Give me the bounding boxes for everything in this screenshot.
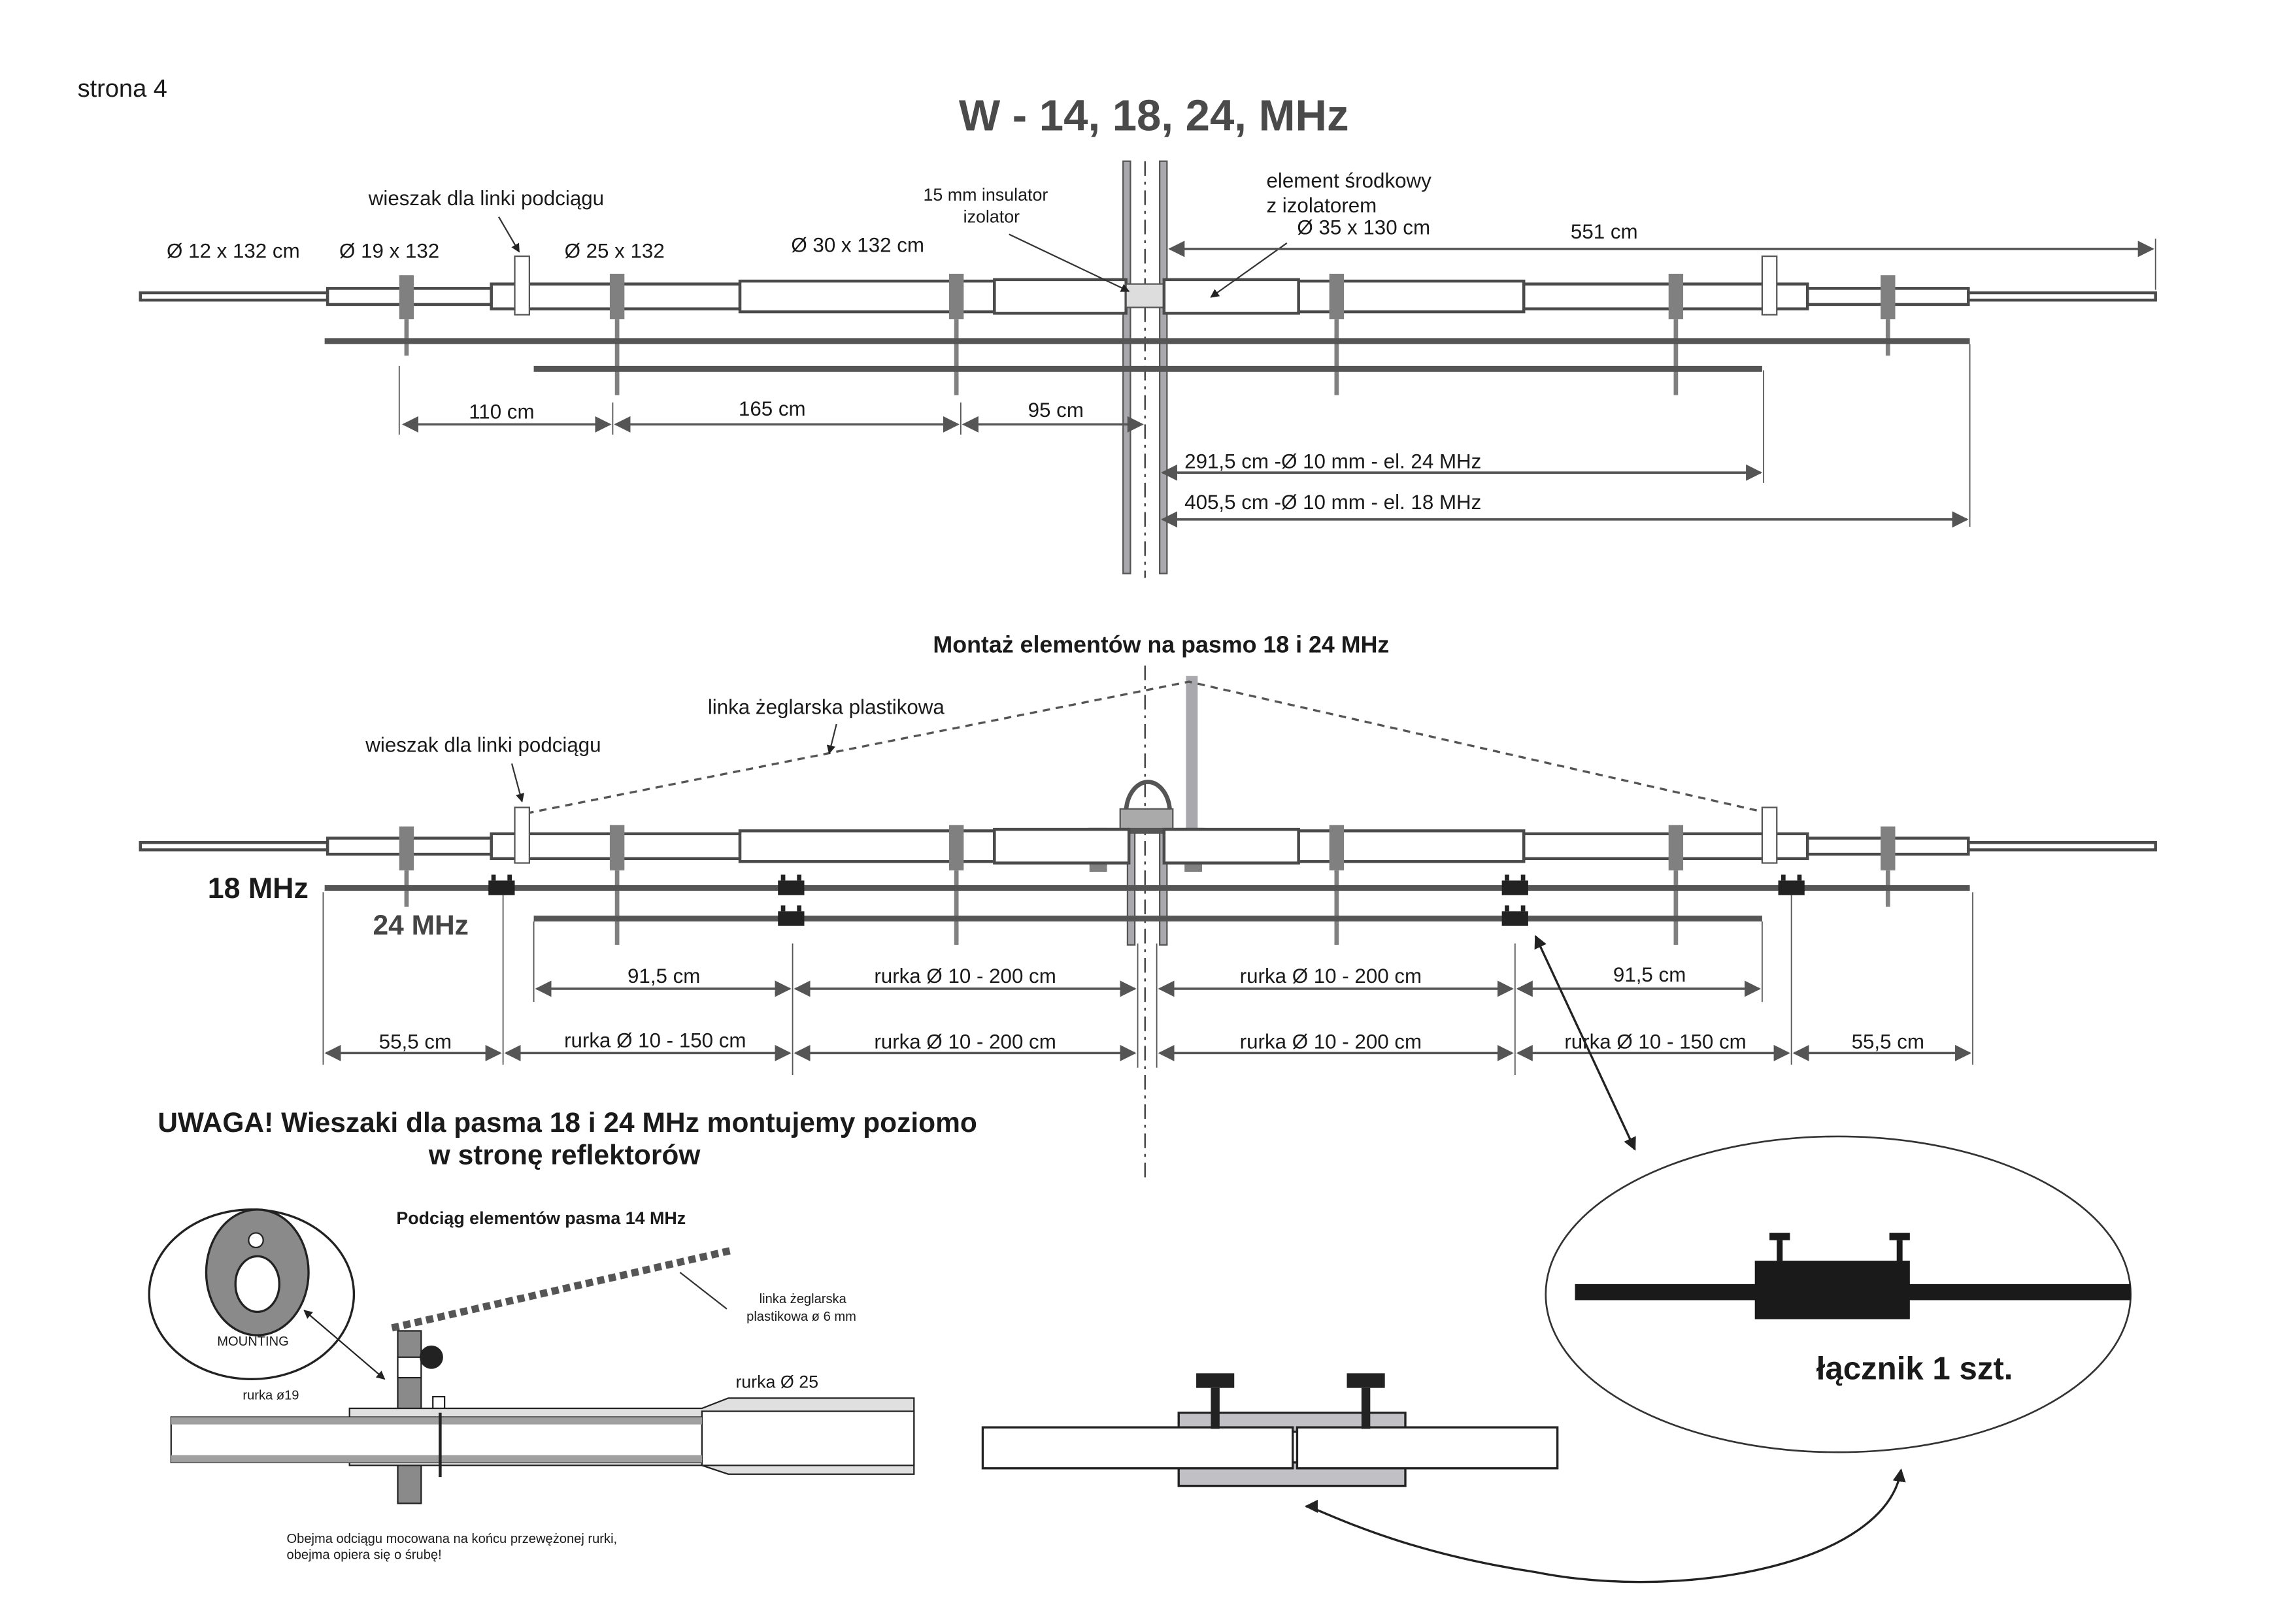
wing-nut-icon [420, 1345, 443, 1369]
tube-35mm-right [1162, 278, 1300, 315]
insulator-label: 15 mm insulator [923, 185, 1048, 205]
dim-r2-6-label: 55,5 cm [1852, 1031, 1924, 1053]
top-view: wieszak dla linki podciągu Ø 12 x 132 cm… [139, 160, 2157, 578]
mount-title: Montaż elementów na pasmo 18 i 24 MHz [933, 631, 1389, 657]
connector-icon [1754, 1261, 1910, 1319]
tube-b [1296, 1426, 1559, 1470]
dim-el18-label: 405,5 cm -Ø 10 mm - el. 18 MHz [1184, 491, 1481, 514]
hanger-right-2 [1761, 806, 1778, 864]
tube-25-label: rurka Ø 25 [735, 1372, 818, 1392]
tube-35mm-left [993, 278, 1128, 315]
connector-label: łącznik 1 szt. [1816, 1350, 2013, 1386]
guy-line-14-label-2: plastikowa ø 6 mm [746, 1310, 856, 1324]
mount-view: Montaż elementów na pasmo 18 i 24 MHz li… [139, 631, 2157, 1178]
guy-line [526, 680, 1770, 815]
dim-r1-4-label: 91,5 cm [1613, 963, 1686, 986]
band-18-label: 18 MHz [208, 872, 309, 904]
dim-r2-5-label: rurka Ø 10 - 150 cm [1564, 1031, 1746, 1053]
dim-r1-3-label: rurka Ø 10 - 200 cm [1240, 965, 1422, 987]
dim-r2-2-label: rurka Ø 10 - 150 cm [564, 1029, 746, 1052]
dim-el24-label: 291,5 cm -Ø 10 mm - el. 24 MHz [1184, 450, 1481, 472]
clamp [1329, 273, 1345, 320]
clamp-group-2 [399, 825, 1896, 945]
tube-label-30: Ø 30 x 132 cm [791, 233, 924, 256]
mounting-label: MOUNTING [217, 1334, 289, 1349]
dim-551-label: 551 cm [1571, 220, 1638, 243]
dim-165-label: 165 cm [739, 397, 806, 420]
tube-12mm-right [1967, 291, 2157, 302]
dim-110-label: 110 cm [469, 400, 534, 423]
connector-markers [488, 874, 1805, 926]
tube-12mm-left-2 [139, 840, 329, 852]
hanger-left [514, 255, 531, 316]
hanger-label-2: wieszak dla linki podciągu [365, 734, 601, 757]
dim-r1-2-label: rurka Ø 10 - 200 cm [874, 965, 1056, 987]
insulator-label-pl: izolator [963, 207, 1020, 227]
dim-r2-1-label: 55,5 cm [379, 1031, 452, 1053]
clamp [609, 273, 625, 320]
detail-14-title: Podciąg elementów pasma 14 MHz [396, 1208, 686, 1228]
hanger-right [1761, 255, 1778, 316]
dim-r2-4-label: rurka Ø 10 - 200 cm [1240, 1031, 1422, 1053]
mounting-pointer [303, 1310, 386, 1380]
center-insulator [1125, 283, 1165, 308]
screw-icons [1196, 1373, 1385, 1429]
dim-r1-1-label: 91,5 cm [628, 965, 700, 987]
tube-12mm-left [139, 291, 329, 302]
detail-14mhz: Podciąg elementów pasma 14 MHz MOUNTING … [148, 1208, 915, 1562]
center-element-label-2: z izolatorem [1266, 194, 1377, 217]
guy-line-14 [391, 1246, 732, 1332]
tube-19-label: rurka ø19 [243, 1389, 299, 1403]
clamp [399, 275, 414, 320]
detail-pointer [1534, 935, 1636, 1151]
band-24-label: 24 MHz [373, 910, 468, 941]
guy-line-14-label-1: linka żeglarska [760, 1292, 847, 1306]
tube-a [981, 1426, 1294, 1470]
clamp [1668, 273, 1684, 320]
tube-35mm-left-2 [993, 827, 1131, 865]
warning-line-2: w stronę reflektorów [428, 1140, 701, 1170]
tube-label-25: Ø 25 x 132 [565, 239, 665, 262]
center-element-label: element środkowy [1266, 169, 1431, 192]
hanger-label: wieszak dla linki podciągu [368, 187, 604, 210]
note-line-2: obejma opiera się o śrubę! [287, 1548, 442, 1562]
page-label: strona 4 [78, 75, 167, 103]
clamp-group [399, 273, 1896, 395]
u-bolt [1124, 780, 1173, 814]
center-element-size: Ø 35 x 130 cm [1297, 216, 1430, 239]
tube-12mm-right-2 [1967, 840, 2157, 852]
guy-line-label: linka żeglarska plastikowa [708, 695, 945, 718]
note-line-1: Obejma odciągu mocowana na końcu przewęż… [287, 1532, 618, 1546]
warning-line-1: UWAGA! Wieszaki dla pasma 18 i 24 MHz mo… [158, 1108, 977, 1138]
extension-lines [322, 892, 1973, 1075]
connector-detail: łącznik 1 szt. [981, 1135, 2132, 1583]
tube-35mm-right-2 [1162, 827, 1300, 865]
mount-plate [1119, 808, 1174, 831]
dim-r2-3-label: rurka Ø 10 - 200 cm [874, 1031, 1056, 1053]
hanger-left-2 [514, 806, 531, 864]
tube-label-12: Ø 12 x 132 cm [167, 239, 300, 262]
page-title: W - 14, 18, 24, MHz [959, 91, 1349, 141]
guy-post [1186, 676, 1198, 837]
dim-95-label: 95 cm [1028, 399, 1084, 422]
clamp [948, 273, 964, 320]
connector-pointer [1304, 1468, 1906, 1583]
tube-label-19: Ø 19 x 132 [339, 239, 439, 262]
clamp [1881, 275, 1896, 320]
